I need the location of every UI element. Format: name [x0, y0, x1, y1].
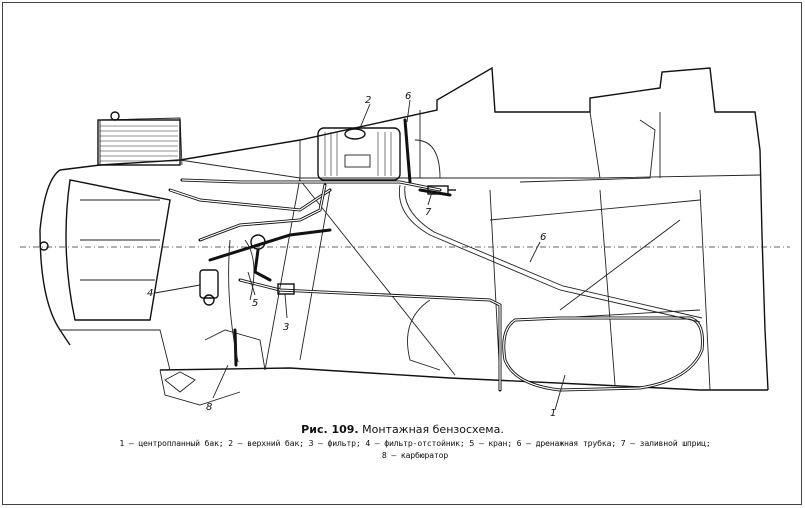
label-2: 2 [365, 95, 371, 106]
label-3: 3 [283, 322, 289, 333]
figure-title: Монтажная бензосхема. [362, 423, 504, 436]
figure-caption: Рис. 109. Монтажная бензосхема. [0, 418, 805, 437]
engine-radiator [39, 111, 181, 321]
fuel-valve [250, 234, 272, 282]
label-6-top: 6 [405, 91, 411, 102]
callouts: 2 6 7 6 4 5 3 8 1 [147, 91, 566, 419]
label-5: 5 [252, 298, 258, 309]
label-8: 8 [206, 402, 212, 413]
figure-legend: 1 — центропланный бак; 2 — верхний бак; … [70, 437, 760, 461]
legend-line-1: 1 — центропланный бак; 2 — верхний бак; … [119, 438, 711, 448]
fuel-lines [168, 118, 703, 392]
fuel-system-diagram: 2 6 7 6 4 5 3 8 1 [20, 66, 790, 419]
top-tank [317, 127, 401, 181]
fuselage-outline [39, 66, 769, 406]
centre-section-tank [502, 316, 704, 392]
label-6: 6 [540, 232, 546, 243]
priming-pump [427, 185, 456, 195]
filter-settler [199, 269, 219, 306]
fuel-filter [277, 283, 295, 295]
label-1: 1 [550, 408, 556, 419]
label-4: 4 [147, 288, 153, 299]
figure-number: Рис. 109. [301, 423, 359, 436]
legend-line-2: 8 — карбюратор [381, 450, 449, 460]
label-7: 7 [425, 207, 432, 218]
